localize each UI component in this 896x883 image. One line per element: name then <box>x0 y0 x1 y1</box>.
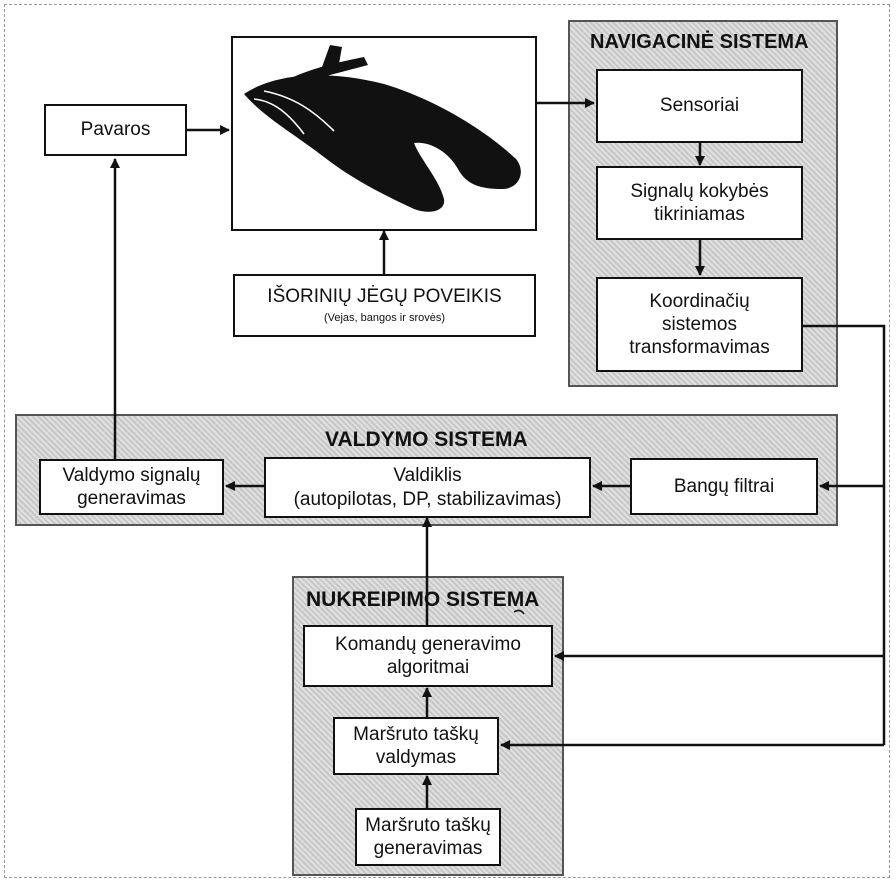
diagram-frame <box>4 4 890 878</box>
signal-generation-line2: generavimas <box>77 488 186 509</box>
guidance-tick-mark <box>513 609 525 615</box>
waypoint-generation-line2: generavimas <box>373 838 483 859</box>
controller-box: Valdiklis (autopilotas, DP, stabilizavim… <box>264 457 591 518</box>
controller-line1: Valdiklis <box>393 465 462 487</box>
waypoint-generation-box: Maršruto taškų generavimas <box>355 808 501 866</box>
command-generation-line1: Komandų generavimo <box>335 633 521 655</box>
coordinates-box: Koordinačių sistemos transformavimas <box>596 277 803 372</box>
vessel-icon <box>244 44 521 212</box>
signal-generation-box: Valdymo signalų generavimas <box>39 459 224 515</box>
waypoint-control-line2: valdymas <box>375 747 457 768</box>
coordinates-label-line2: sistemos <box>662 313 737 335</box>
wave-filters-label: Bangų filtrai <box>673 475 775 497</box>
navigation-system-title: NAVIGACINĖ SISTEMA <box>590 31 809 53</box>
actuators-label: Pavaros <box>80 119 151 141</box>
signal-quality-label-line2: tikriniamas <box>654 204 745 225</box>
command-generation-box: Komandų generavimo algoritmai <box>303 625 553 687</box>
waypoint-control-line1: Maršruto taškų <box>353 723 479 745</box>
controller-line2: (autopilotas, DP, stabilizavimas) <box>293 488 562 510</box>
signal-quality-box: Signalų kokybės tikriniamas <box>596 166 803 240</box>
wave-filters-box: Bangų filtrai <box>630 458 818 515</box>
coordinates-label-line3: transformavimas <box>629 337 770 359</box>
coordinates-label-line1: Koordinačių <box>649 290 750 312</box>
control-system-title: VALDYMO SISTEMA <box>325 428 528 451</box>
waypoint-control-box: Maršruto taškų valdymas <box>333 717 499 775</box>
waypoint-generation-line1: Maršruto taškų <box>365 814 491 836</box>
external-forces-title: IŠORINIŲ JĖGŲ POVEIKIS <box>267 286 502 308</box>
command-generation-line2: algoritmai <box>386 657 470 678</box>
external-forces-box: IŠORINIŲ JĖGŲ POVEIKIS (Vejas, bangos ir… <box>233 274 536 337</box>
external-forces-subtitle: (Vejas, bangos ir srovės) <box>323 312 446 325</box>
signal-quality-label-line1: Signalų kokybės <box>630 180 769 202</box>
line-coordinates-to-bus <box>801 324 886 745</box>
sensors-label: Sensoriai <box>659 95 740 117</box>
sensors-box: Sensoriai <box>596 69 803 143</box>
actuators-box: Pavaros <box>44 104 187 156</box>
guidance-system-title: NUKREIPIMO SISTEMA <box>306 588 540 611</box>
vessel-box <box>231 36 537 231</box>
signal-generation-line1: Valdymo signalų <box>62 464 201 486</box>
